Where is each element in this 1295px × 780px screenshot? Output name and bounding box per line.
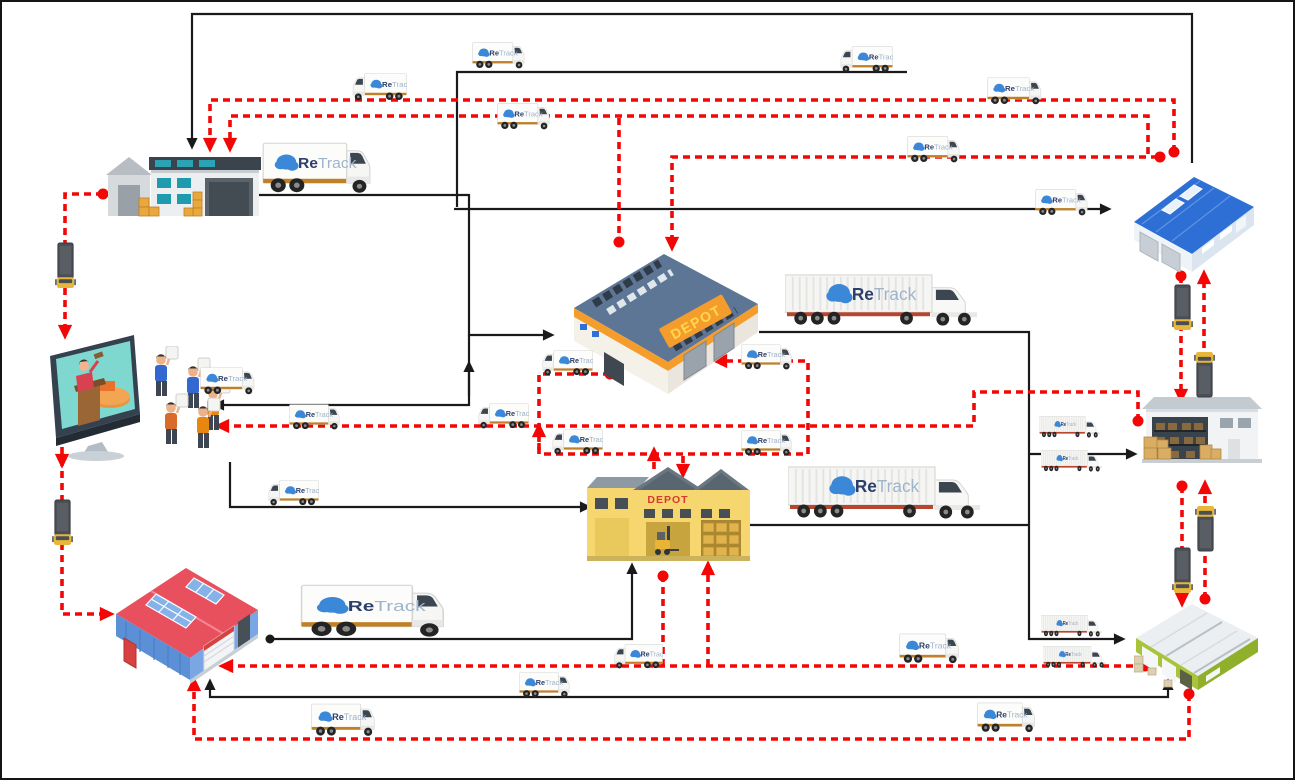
retrack-box-truck: ReTrack bbox=[519, 671, 573, 699]
retrack-box-truck: ReTrack bbox=[987, 76, 1045, 106]
retrack-semisml-truck: ReTrack bbox=[1039, 415, 1101, 439]
svg-text:ReTrack: ReTrack bbox=[996, 709, 1028, 719]
central-depot-graphic: DEPOT bbox=[574, 254, 758, 394]
svg-text:ReTrack: ReTrack bbox=[570, 356, 593, 365]
building-supplier-factory bbox=[105, 148, 261, 218]
online-auction-monitor bbox=[36, 330, 162, 462]
retrack-box-truck: ReTrack bbox=[899, 632, 963, 665]
retrack-box-truck: ReTrack bbox=[262, 140, 378, 196]
retrack-minitop-truck bbox=[52, 499, 73, 548]
svg-text:ReTrack: ReTrack bbox=[641, 651, 663, 658]
retrack-box-truck: ReTrack bbox=[300, 582, 454, 640]
retrack-box-truck: ReTrack bbox=[611, 643, 663, 670]
retrack-box-truck: ReTrack bbox=[497, 102, 553, 131]
retrack-semi-truck: ReTrack bbox=[785, 272, 981, 329]
retrack-semisml-truck: ReTrack bbox=[1041, 614, 1103, 638]
retrack-box-truck: ReTrack bbox=[741, 429, 795, 457]
building-warehouse-blue-roof bbox=[1132, 166, 1256, 272]
green-warehouse-graphic bbox=[1134, 604, 1258, 690]
svg-text:ReTrack: ReTrack bbox=[514, 109, 542, 118]
svg-text:ReTrack: ReTrack bbox=[869, 52, 893, 61]
retrack-box-truck: ReTrack bbox=[907, 135, 963, 164]
building-warehouse-red-roof bbox=[110, 552, 264, 684]
retrack-minitop-truck bbox=[1195, 503, 1216, 552]
retrack-minitop-truck bbox=[55, 242, 76, 291]
factory-graphic bbox=[106, 157, 261, 217]
bidders-graphic bbox=[155, 346, 231, 448]
svg-text:ReTrack: ReTrack bbox=[919, 640, 952, 650]
retrack-minitop-truck bbox=[1172, 547, 1193, 596]
building-warehouse-green bbox=[1134, 596, 1262, 690]
retrack-semisml-truck: ReTrack bbox=[1041, 449, 1103, 473]
retrack-minitop-truck bbox=[1172, 284, 1193, 333]
shelf-boxes bbox=[702, 522, 740, 557]
retrack-box-truck: ReTrack bbox=[741, 343, 795, 371]
retrack-box-truck: ReTrack bbox=[289, 403, 343, 431]
retrack-box-truck: ReTrack bbox=[1035, 188, 1091, 217]
bidder-person bbox=[155, 346, 179, 396]
retrack-semisml-truck: ReTrack bbox=[1043, 645, 1107, 669]
retrack-box-truck: ReTrack bbox=[837, 45, 893, 74]
blue-warehouse-graphic bbox=[1134, 177, 1254, 272]
bidder-person bbox=[165, 393, 189, 444]
white-warehouse-graphic bbox=[1142, 397, 1262, 463]
red-warehouse-graphic bbox=[116, 568, 258, 684]
auctioneer-figure bbox=[76, 351, 104, 392]
svg-text:ReTrack: ReTrack bbox=[298, 155, 357, 171]
building-central-depot: DEPOT bbox=[568, 250, 766, 394]
monitor-graphic bbox=[50, 335, 140, 461]
retrack-box-truck: ReTrack bbox=[200, 366, 258, 396]
svg-text:ReTrack: ReTrack bbox=[218, 374, 247, 383]
svg-text:ReTrack: ReTrack bbox=[332, 712, 367, 722]
svg-text:ReTrack: ReTrack bbox=[1061, 422, 1077, 429]
svg-text:ReTrack: ReTrack bbox=[506, 409, 529, 418]
retrack-box-truck: ReTrack bbox=[549, 428, 603, 456]
retrack-box-truck: ReTrack bbox=[539, 349, 593, 377]
cargo-boxes bbox=[1143, 436, 1222, 460]
svg-text:ReTrack: ReTrack bbox=[382, 80, 407, 89]
retrack-box-truck: ReTrack bbox=[475, 402, 529, 430]
yellow-depot-graphic: DEPOT bbox=[587, 467, 750, 561]
svg-text:ReTrack: ReTrack bbox=[306, 410, 334, 419]
svg-text:ReTrack: ReTrack bbox=[536, 678, 564, 687]
svg-text:ReTrack: ReTrack bbox=[1005, 84, 1034, 93]
cargo-boxes bbox=[138, 191, 203, 217]
svg-text:ReTrack: ReTrack bbox=[852, 284, 917, 304]
svg-text:ReTrack: ReTrack bbox=[758, 436, 786, 445]
svg-text:ReTrack: ReTrack bbox=[1063, 621, 1079, 628]
building-yellow-depot: DEPOT bbox=[587, 462, 750, 562]
auction-bidders-group bbox=[146, 346, 238, 466]
building-warehouse-white bbox=[1142, 393, 1262, 469]
forklift bbox=[655, 526, 679, 555]
retrack-box-truck: ReTrack bbox=[311, 702, 379, 738]
svg-text:ReTrack: ReTrack bbox=[296, 486, 319, 495]
retrack-box-truck: ReTrack bbox=[472, 41, 528, 70]
svg-text:ReTrack: ReTrack bbox=[348, 598, 427, 615]
roof-skylights bbox=[145, 577, 225, 629]
retrack-semi-truck: ReTrack bbox=[788, 464, 984, 522]
svg-text:ReTrack: ReTrack bbox=[489, 48, 517, 57]
svg-text:ReTrack: ReTrack bbox=[758, 350, 786, 359]
retrack-minitop-truck bbox=[1194, 349, 1215, 398]
cargo-boxes bbox=[1134, 655, 1173, 688]
yellow-depot-sign-label: DEPOT bbox=[647, 494, 688, 506]
retrack-box-truck: ReTrack bbox=[977, 701, 1039, 734]
svg-text:ReTrack: ReTrack bbox=[1063, 456, 1079, 463]
bidder-person bbox=[197, 397, 221, 448]
svg-text:ReTrack: ReTrack bbox=[1065, 652, 1082, 659]
retrack-box-truck: ReTrack bbox=[349, 72, 407, 102]
svg-text:ReTrack: ReTrack bbox=[580, 435, 603, 444]
svg-text:ReTrack: ReTrack bbox=[1052, 195, 1080, 204]
svg-text:ReTrack: ReTrack bbox=[924, 142, 952, 151]
retrack-box-truck: ReTrack bbox=[265, 479, 319, 507]
wall-siding bbox=[125, 622, 181, 675]
svg-text:ReTrack: ReTrack bbox=[855, 476, 920, 496]
